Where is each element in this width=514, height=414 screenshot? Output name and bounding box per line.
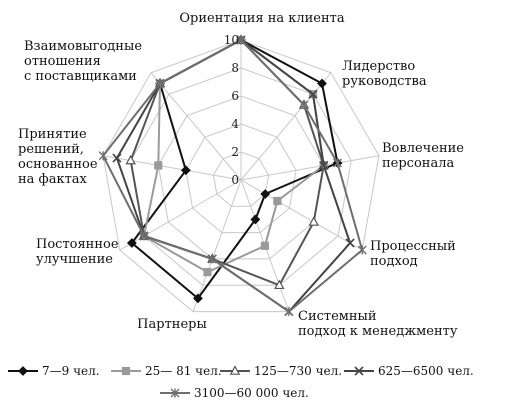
legend-label-2: 125—730 чел. [254, 364, 342, 378]
series-layer [98, 34, 367, 317]
legend-item-0: 7—9 чел. [8, 364, 100, 378]
legend: 7—9 чел. 25— 81 чел. 125—730 чел. 625—6500 … [8, 364, 474, 400]
series-0-point-3 [260, 189, 271, 199]
axis-label-1-line-0: Лидерство [342, 59, 415, 74]
grid-layer [102, 39, 380, 313]
series-3-point-7 [112, 153, 122, 163]
axis-label-3-line-0: Процессный [370, 239, 456, 254]
spoke-3 [240, 179, 363, 251]
legend-item-4: 3100—60 000 чел. [160, 386, 309, 400]
tick-label-10: 10 [224, 33, 239, 47]
legend-marker-1 [121, 366, 131, 376]
series-1-point-7 [154, 161, 163, 170]
series-4-point-8 [155, 78, 165, 88]
legend-marker-4 [170, 388, 180, 398]
legend-item-2: 125—730 чел. [220, 364, 342, 378]
legend-marker-3 [354, 366, 364, 376]
tick-label-0: 0 [231, 173, 239, 187]
spoke-7 [103, 155, 242, 181]
series-1-point-5 [203, 267, 212, 277]
axis-label-8-line-1: отношения [24, 54, 101, 69]
series-4-point-1 [299, 100, 309, 110]
series-0-point-5 [192, 293, 203, 304]
axis-label-6-line-1: улучшение [36, 252, 113, 267]
legend-marker-2 [229, 365, 241, 375]
series-0 [126, 35, 343, 304]
series-2-point-3 [308, 216, 319, 226]
legend-item-1: 25— 81 чел. [111, 364, 222, 378]
series-4-point-5 [207, 254, 217, 264]
spoke-2 [240, 155, 379, 181]
spoke-8 [150, 72, 242, 181]
axis-label-5: Партнеры [137, 317, 207, 332]
series-1-point-4 [260, 241, 270, 250]
series-0-point-1 [317, 78, 327, 89]
grid-ring-6 [157, 95, 325, 260]
legend-label-3: 625—6500 чел. [378, 364, 474, 378]
tick-label-2: 2 [231, 145, 239, 159]
legend-label-1: 25— 81 чел. [145, 364, 222, 378]
axis-label-7-line-1: решений, [18, 142, 84, 157]
axis-label-4-line-1: подход к менеджменту [298, 324, 458, 339]
series-3-point-3 [345, 238, 355, 248]
series-0-point-7 [180, 165, 191, 176]
series-2-point-4 [274, 279, 285, 290]
series-0-point-6 [126, 238, 137, 248]
axis-label-2-line-1: персонала [382, 156, 454, 171]
axis-label-1-line-1: руководства [342, 74, 427, 89]
series-2-point-7 [125, 154, 136, 165]
tick-label-4: 4 [231, 117, 239, 131]
series-3-point-1 [308, 89, 318, 99]
axis-label-8-line-0: Взаимовыгодные [24, 39, 142, 54]
series-4-point-4 [284, 307, 294, 317]
series-line-2 [129, 39, 325, 287]
series-line-4 [102, 39, 364, 313]
spoke-5 [192, 179, 242, 312]
series-line-0 [130, 39, 339, 300]
legend-label-4: 3100—60 000 чел. [194, 386, 309, 400]
axis-label-3-line-1: подход [370, 254, 418, 269]
series-1-point-3 [273, 196, 282, 206]
axis-label-2-line-0: Вовлечение [382, 141, 464, 156]
tick-label-8: 8 [231, 61, 239, 75]
axis-label-8-line-2: с поставщиками [24, 69, 137, 84]
series-4-point-7 [98, 151, 108, 161]
series-3-point-2 [319, 160, 329, 170]
grid-ring-2 [212, 151, 270, 207]
tick-label-6: 6 [231, 89, 239, 103]
axis-label-7-line-3: на фактах [18, 172, 88, 187]
spoke-6 [119, 179, 242, 251]
grid-ring-10 [102, 39, 380, 313]
series-0-point-4 [250, 214, 261, 225]
axis-label-7-line-0: Принятие [18, 127, 87, 142]
series-4-point-3 [357, 245, 367, 255]
series-4-point-2 [333, 158, 343, 168]
axis-label-0-line-0: Ориентация на клиента [179, 11, 344, 26]
axis-label-0: Ориентация на клиента [179, 11, 344, 26]
axis-label-5-line-0: Партнеры [137, 317, 207, 332]
axis-label-7-line-2: основанное [18, 157, 98, 172]
legend-label-0: 7—9 чел. [42, 364, 100, 378]
grid-ring-8 [130, 67, 352, 286]
series-4-point-0 [236, 35, 246, 45]
series-4 [98, 35, 367, 317]
grid-ring-4 [185, 123, 297, 234]
axis-label-6-line-0: Постоянное [36, 237, 119, 252]
legend-item-3: 625—6500 чел. [344, 364, 474, 378]
series-4-point-6 [139, 231, 149, 241]
legend-marker-0 [18, 366, 28, 376]
axis-label-4-line-0: Системный [298, 309, 377, 324]
tick-layer: 0 2 4 6 8 10 [224, 33, 240, 187]
